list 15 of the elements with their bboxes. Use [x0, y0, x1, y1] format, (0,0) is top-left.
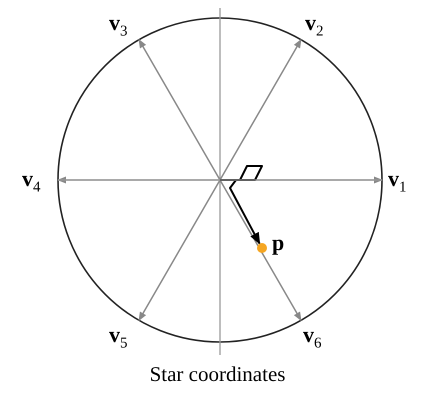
arrow: [219, 180, 302, 322]
vector-label: v$_{3}$: [109, 12, 128, 42]
caption: Star coordinates: [148, 362, 286, 387]
arrow: [138, 180, 221, 322]
arrow: [57, 176, 220, 184]
vector-label: v$_{2}$: [305, 12, 324, 42]
arrow: [220, 165, 263, 245]
point-label: p: [272, 232, 284, 254]
arrow: [219, 38, 302, 180]
vector-label: v$_{1}$: [388, 168, 406, 198]
data-point: [257, 243, 267, 253]
vector-label: v$_{4}$: [22, 168, 40, 198]
vector-label: v$_{6}$: [303, 324, 322, 355]
vector-label: v$_{5}$: [109, 324, 128, 355]
arrow: [138, 38, 221, 180]
